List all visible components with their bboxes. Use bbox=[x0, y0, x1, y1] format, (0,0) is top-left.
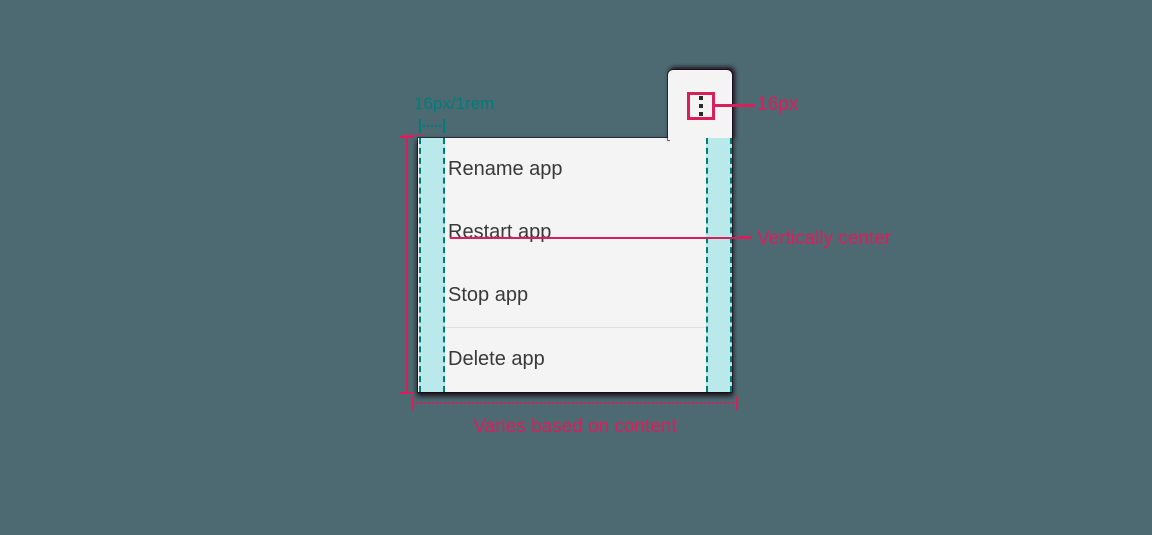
overflow-menu-list: Rename app Restart app Stop app Delete a… bbox=[418, 138, 732, 390]
padding-measure-bar bbox=[419, 119, 445, 133]
menu-item-rename-app[interactable]: Rename app bbox=[418, 138, 732, 201]
menu-item-label: Stop app bbox=[448, 284, 529, 306]
overflow-menu-panel: Rename app Restart app Stop app Delete a… bbox=[418, 138, 732, 392]
menu-item-label: Delete app bbox=[448, 348, 545, 370]
menu-item-stop-app[interactable]: Stop app bbox=[418, 264, 732, 327]
menu-dot bbox=[699, 104, 703, 108]
measure-cap-right bbox=[736, 396, 738, 410]
vertical-center-annotation-label: Vertically center bbox=[757, 228, 892, 249]
measure-line bbox=[419, 125, 445, 127]
measure-cap-bottom bbox=[400, 392, 414, 394]
width-annotation-label: Varies based on content bbox=[473, 416, 677, 437]
measure-cap-top bbox=[400, 136, 414, 138]
height-measure-bar bbox=[400, 136, 414, 394]
measure-cap-left bbox=[412, 396, 414, 410]
icon-size-highlight-box bbox=[687, 92, 715, 120]
menu-item-restart-app[interactable]: Restart app bbox=[418, 201, 732, 264]
menu-item-delete-app[interactable]: Delete app bbox=[418, 327, 732, 390]
menu-item-label: Rename app bbox=[448, 158, 563, 180]
icon-size-leader-line bbox=[715, 104, 755, 107]
vertical-center-leader-line bbox=[450, 237, 740, 239]
height-measure-connector bbox=[401, 134, 423, 135]
trigger-panel-seam bbox=[670, 132, 730, 144]
measure-line bbox=[412, 402, 738, 404]
vertical-center-leader-tick bbox=[740, 236, 752, 239]
menu-item-label: Restart app bbox=[448, 221, 552, 243]
padding-annotation-label: 16px/1rem bbox=[414, 94, 495, 113]
width-measure-bar bbox=[412, 396, 738, 410]
menu-dot bbox=[699, 96, 703, 100]
measure-cap-right bbox=[443, 119, 445, 133]
measure-line bbox=[406, 136, 408, 394]
measure-cap-left bbox=[419, 119, 421, 133]
overflow-menu-vertical-icon[interactable] bbox=[699, 96, 703, 116]
icon-size-annotation-label: 16px bbox=[757, 94, 799, 115]
menu-dot bbox=[699, 112, 703, 116]
